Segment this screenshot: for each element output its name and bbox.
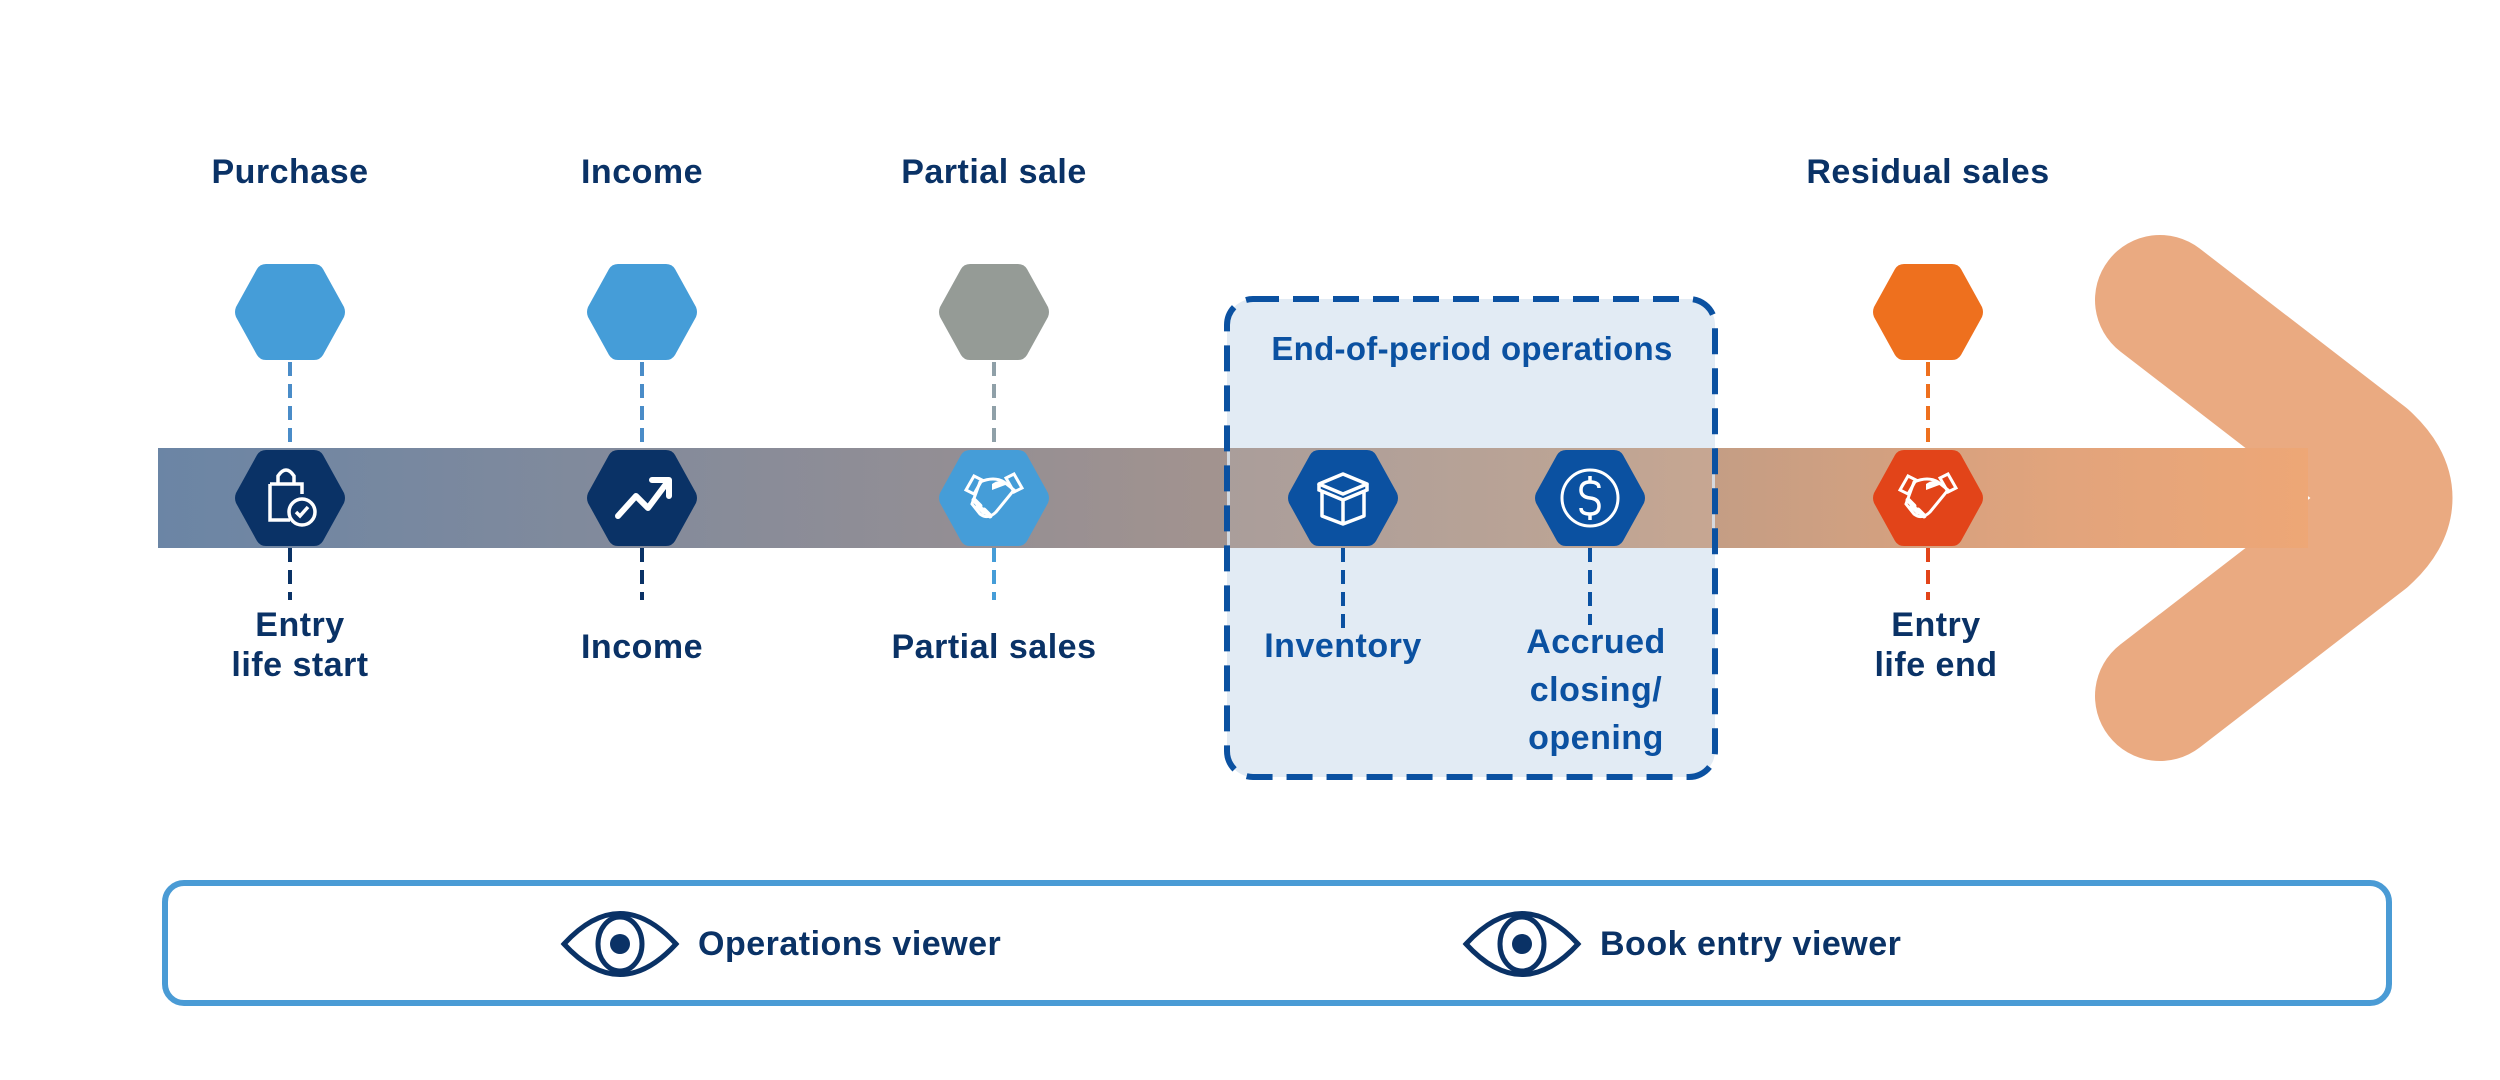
stage-label-income: Income — [580, 628, 704, 666]
stage-label-inventory: Inventory — [1264, 627, 1422, 665]
operations-viewer-label: Operations viewer — [698, 924, 1002, 963]
label-line: Entry — [1891, 606, 1981, 644]
arrow-head — [2095, 235, 2453, 761]
label-line: opening — [1528, 719, 1664, 757]
stage-label-entry-life-start: Entry life start — [231, 605, 368, 685]
label-line: closing/ — [1529, 671, 1663, 709]
top-hexagon — [587, 264, 697, 360]
shopping-bag-check-icon — [268, 468, 317, 527]
eye-icon — [1462, 911, 1582, 977]
stage-label-accrued: Accrued closing/ opening — [1526, 618, 1666, 762]
book-entry-viewer-label: Book entry viewer — [1600, 924, 1902, 963]
box-icon — [1317, 472, 1369, 526]
top-hexagon — [235, 264, 345, 360]
dollar-coin-icon — [1560, 468, 1620, 528]
label-line: life end — [1874, 646, 1998, 684]
stage-header-residual-sales: Residual sales — [1806, 153, 2050, 191]
handshake-icon — [963, 472, 1025, 519]
label-line: Accrued — [1526, 623, 1666, 661]
label-line: life start — [231, 646, 369, 684]
top-hexagon — [939, 264, 1049, 360]
top-hexagon — [1873, 264, 1983, 360]
trend-up-arrow-icon — [615, 477, 672, 519]
eye-icon — [560, 911, 680, 977]
stage-header-partial-sale: Partial sale — [901, 153, 1087, 191]
stage-header-income: Income — [580, 153, 704, 191]
stage-label-entry-life-end: Entry life end — [1874, 605, 1997, 685]
stage-label-partial-sales: Partial sales — [891, 628, 1097, 666]
viewers-panel — [162, 880, 2392, 1006]
end-of-period-title: End-of-period operations — [1271, 330, 1673, 367]
stage-header-purchase: Purchase — [211, 153, 369, 191]
label-line: Entry — [255, 606, 345, 644]
book-entry-viewer-button[interactable]: Book entry viewer — [1462, 911, 1902, 977]
operations-viewer-button[interactable]: Operations viewer — [560, 911, 1002, 977]
handshake-icon — [1897, 472, 1959, 519]
